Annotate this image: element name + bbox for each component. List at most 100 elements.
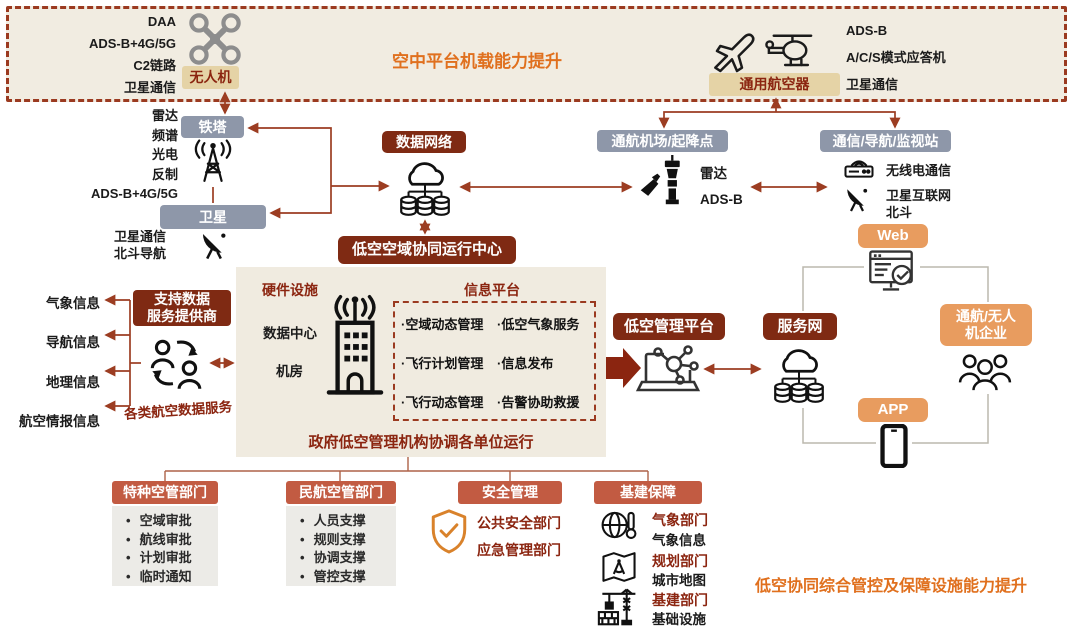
provider-output: 地理信息 bbox=[46, 375, 100, 390]
hardware-item: 机房 bbox=[276, 364, 303, 379]
tower-feature: 雷达 bbox=[151, 108, 178, 123]
satellite-badge: 卫星 bbox=[160, 205, 266, 229]
crane-icon bbox=[597, 586, 639, 626]
infrastructure-badge: 基建保障 bbox=[594, 481, 702, 504]
infra-row-sub: 气象信息 bbox=[652, 533, 706, 548]
management-platform-badge: 低空管理平台 bbox=[613, 313, 725, 340]
civil-atc-panel: 人员支撑 规则支撑 协调支撑 管控支撑 bbox=[286, 506, 396, 586]
safety-item: 应急管理部门 bbox=[477, 542, 561, 558]
info-item: ·低空气象服务 bbox=[497, 317, 580, 332]
special-atc-badge: 特种空管部门 bbox=[112, 481, 218, 504]
satellite-dish-icon bbox=[196, 228, 232, 262]
airport-tower-icon bbox=[637, 155, 689, 207]
org-chart-lines bbox=[164, 457, 649, 481]
phone-icon bbox=[878, 424, 910, 468]
ga-feature-list: ADS-B A/C/S模式应答机 卫星通信 bbox=[846, 17, 946, 98]
browser-check-icon bbox=[866, 248, 916, 293]
special-atc-item: 航线审批 bbox=[126, 531, 218, 550]
provider-caption: 各类航空数据服务 bbox=[123, 399, 233, 422]
service-net-badge: 服务网 bbox=[763, 313, 837, 340]
civil-atc-item: 人员支撑 bbox=[300, 512, 396, 531]
drone-feature: 卫星通信 bbox=[123, 80, 176, 95]
tower-feature: 光电 bbox=[151, 147, 178, 162]
info-item: ·飞行计划管理 bbox=[401, 356, 484, 371]
provider-output: 气象信息 bbox=[46, 296, 100, 311]
airport-feature: 雷达 bbox=[700, 166, 727, 181]
infra-row-sub: 基础设施 bbox=[652, 612, 706, 627]
provider-output-list: 气象信息 导航信息 地理信息 航空情报信息 bbox=[0, 292, 100, 430]
shield-check-icon bbox=[428, 508, 470, 554]
airport-feature: ADS-B bbox=[700, 192, 743, 207]
cns-sat-feature: 卫星互联网 bbox=[886, 188, 952, 203]
radio-tower-icon bbox=[185, 138, 241, 186]
ga-feature: A/C/S模式应答机 bbox=[846, 50, 946, 65]
globe-thermometer-icon bbox=[600, 506, 638, 544]
airport-badge: 通航机场/起降点 bbox=[597, 130, 728, 152]
center-footer: 政府低空管理机构协调各单位运行 bbox=[308, 434, 534, 451]
app-badge: APP bbox=[858, 398, 928, 422]
map-compass-icon bbox=[600, 549, 638, 585]
info-platform-title: 信息平台 bbox=[464, 282, 520, 298]
people-group-icon bbox=[956, 346, 1014, 392]
banner-title: 空中平台机载能力提升 bbox=[392, 52, 562, 71]
cns-radio-label: 无线电通信 bbox=[886, 163, 952, 178]
radio-device-icon bbox=[842, 153, 876, 180]
satellite-dish-icon bbox=[842, 184, 872, 214]
laptop-network-icon bbox=[634, 344, 702, 396]
ga-feature: 卫星通信 bbox=[846, 77, 899, 92]
hardware-title: 硬件设施 bbox=[262, 282, 318, 298]
cloud-database-icon bbox=[392, 155, 458, 219]
helicopter-icon bbox=[764, 30, 816, 74]
drone-feature-list: DAA ADS-B+4G/5G C2链路 卫星通信 bbox=[58, 11, 176, 99]
data-network-badge: 数据网络 bbox=[382, 131, 466, 153]
airport-feature-list: 雷达 ADS-B bbox=[700, 161, 743, 213]
info-item: ·信息发布 bbox=[497, 356, 554, 371]
special-atc-panel: 空域审批 航线审批 计划审批 临时通知 bbox=[112, 506, 218, 586]
people-exchange-icon bbox=[142, 334, 208, 392]
general-aviation-badge: 通用航空器 bbox=[709, 73, 840, 96]
provider-output: 导航信息 bbox=[46, 335, 100, 350]
tower-feature: 频谱 bbox=[151, 127, 178, 143]
data-provider-badge: 支持数据 服务提供商 bbox=[133, 290, 231, 326]
bottom-caption: 低空协同综合管控及保障设施能力提升 bbox=[755, 578, 1028, 595]
drone-badge: 无人机 bbox=[182, 66, 239, 89]
info-item: ·告警协助救援 bbox=[497, 395, 580, 410]
tower-feature: ADS-B+4G/5G bbox=[90, 186, 178, 201]
infra-row-title: 规划部门 bbox=[652, 553, 708, 569]
tower-feature: 反制 bbox=[151, 166, 178, 182]
drone-feature: C2链路 bbox=[133, 58, 176, 73]
provider-line2: 服务提供商 bbox=[147, 308, 217, 324]
infra-row-title: 基建部门 bbox=[652, 592, 708, 608]
enterprise-badge: 通航/无人 机企业 bbox=[940, 304, 1032, 346]
data-center-building-icon bbox=[320, 288, 390, 404]
cns-sat-feature: 北斗 bbox=[886, 205, 913, 220]
provider-line1: 支持数据 bbox=[154, 291, 210, 308]
operation-center-badge: 低空空域协同运行中心 bbox=[338, 236, 516, 264]
hardware-item: 数据中心 bbox=[263, 326, 317, 341]
special-atc-item: 计划审批 bbox=[126, 549, 218, 568]
drone-icon bbox=[188, 12, 242, 66]
civil-atc-item: 管控支撑 bbox=[300, 568, 396, 587]
cns-sat-list: 卫星互联网 北斗 bbox=[886, 187, 951, 221]
safety-badge: 安全管理 bbox=[458, 481, 562, 504]
civil-atc-item: 规则支撑 bbox=[300, 531, 396, 550]
infra-row-sub: 城市地图 bbox=[652, 573, 706, 588]
infra-row-title: 气象部门 bbox=[652, 512, 708, 528]
operation-center-box bbox=[236, 267, 606, 457]
airplane-icon bbox=[710, 26, 764, 76]
satellite-feature-list: 卫星通信 北斗导航 bbox=[114, 228, 166, 262]
info-item: ·空域动态管理 bbox=[401, 317, 484, 332]
tower-badge: 铁塔 bbox=[181, 116, 244, 138]
special-atc-item: 空域审批 bbox=[126, 512, 218, 531]
cloud-database-icon bbox=[766, 342, 832, 406]
special-atc-item: 临时通知 bbox=[126, 568, 218, 587]
drone-feature: DAA bbox=[147, 14, 176, 29]
big-flow-arrow bbox=[606, 348, 641, 388]
service-loop-lines bbox=[802, 266, 989, 444]
cns-station-badge: 通信/导航/监视站 bbox=[820, 130, 951, 152]
drone-feature: ADS-B+4G/5G bbox=[88, 36, 176, 51]
civil-atc-item: 协调支撑 bbox=[300, 549, 396, 568]
civil-atc-badge: 民航空管部门 bbox=[286, 481, 396, 504]
